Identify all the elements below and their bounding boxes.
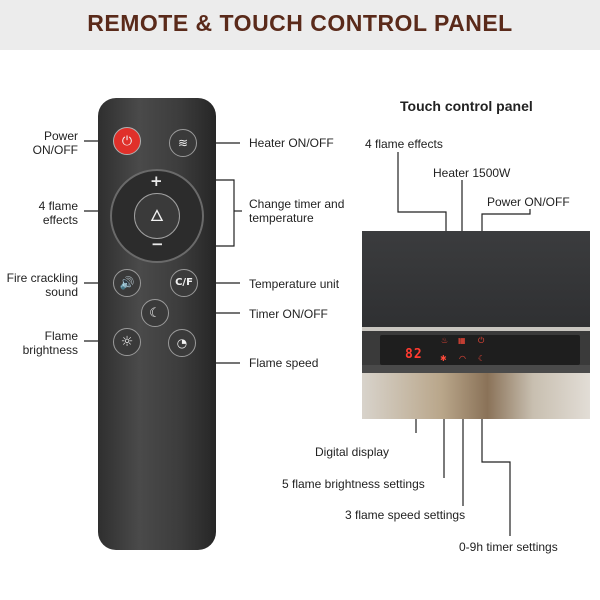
heat-waves-icon: ≋ xyxy=(177,136,189,150)
unit-label: C/F xyxy=(175,277,193,288)
label-tp-flame-effects: 4 flame effects xyxy=(365,137,443,151)
title-banner: REMOTE & TOUCH CONTROL PANEL xyxy=(0,0,600,50)
label-change-timer: Change timer and temperature xyxy=(249,197,345,225)
remote-heater-button[interactable]: ≋ xyxy=(169,129,197,157)
remote-timer-button[interactable]: ☾ xyxy=(141,299,169,327)
label-flame-speed: Flame speed xyxy=(249,356,319,370)
remote-plus-button[interactable]: + xyxy=(150,172,163,190)
tp-heater-icon[interactable]: ▦ xyxy=(458,336,466,345)
tp-power-icon[interactable]: ⏻ xyxy=(478,336,485,345)
label-tp-power: Power ON/OFF xyxy=(487,195,570,209)
tp-brightness-icon[interactable]: ✱ xyxy=(440,354,447,363)
tp-digital-display: 82 xyxy=(405,347,423,362)
speaker-icon: 🔊 xyxy=(119,276,135,290)
remote-flame-button[interactable]: 🜂 xyxy=(134,193,180,239)
page-title: REMOTE & TOUCH CONTROL PANEL xyxy=(87,10,513,36)
label-tp-speed: 3 flame speed settings xyxy=(345,508,466,522)
label-flame-effects: 4 flame effects xyxy=(38,199,78,227)
label-digital-display: Digital display xyxy=(315,445,390,459)
label-tp-brightness: 5 flame brightness settings xyxy=(282,477,425,491)
tp-speed-icon[interactable]: ◠ xyxy=(459,354,466,363)
remote-unit-button[interactable]: C/F xyxy=(170,269,198,297)
label-fire-sound: Fire crackling sound xyxy=(6,271,78,299)
power-icon: ⏻ xyxy=(121,133,133,149)
label-tp-heater: Heater 1500W xyxy=(433,166,511,180)
label-temp-unit: Temperature unit xyxy=(249,277,340,291)
panel-control-strip xyxy=(380,335,580,365)
panel-top xyxy=(362,231,590,327)
label-heater: Heater ON/OFF xyxy=(249,136,334,150)
tp-timer-icon[interactable]: ☾ xyxy=(478,354,486,363)
remote-sound-button[interactable]: 🔊 xyxy=(113,269,141,297)
timer-moon-icon: ☾ xyxy=(149,305,161,321)
remote-brightness-button[interactable]: ☼ xyxy=(113,328,141,356)
gauge-icon: ◔ xyxy=(176,336,188,350)
touch-panel-title: Touch control panel xyxy=(400,98,533,114)
label-power: Power ON/OFF xyxy=(32,129,78,157)
tp-flame-icon[interactable]: ♨ xyxy=(441,336,449,345)
sun-icon: ☼ xyxy=(120,334,134,350)
flame-icon: 🜂 xyxy=(150,206,164,225)
panel-fire-view xyxy=(362,365,590,419)
remote-speed-button[interactable]: ◔ xyxy=(168,329,196,357)
touch-panel-photo xyxy=(362,231,590,419)
label-timer: Timer ON/OFF xyxy=(249,307,328,321)
remote-minus-button[interactable]: − xyxy=(151,235,164,253)
label-tp-timer: 0-9h timer settings xyxy=(459,540,558,554)
label-brightness: Flame brightness xyxy=(22,329,78,357)
remote-power-button[interactable]: ⏻ xyxy=(113,127,141,155)
panel-frame xyxy=(362,365,590,373)
